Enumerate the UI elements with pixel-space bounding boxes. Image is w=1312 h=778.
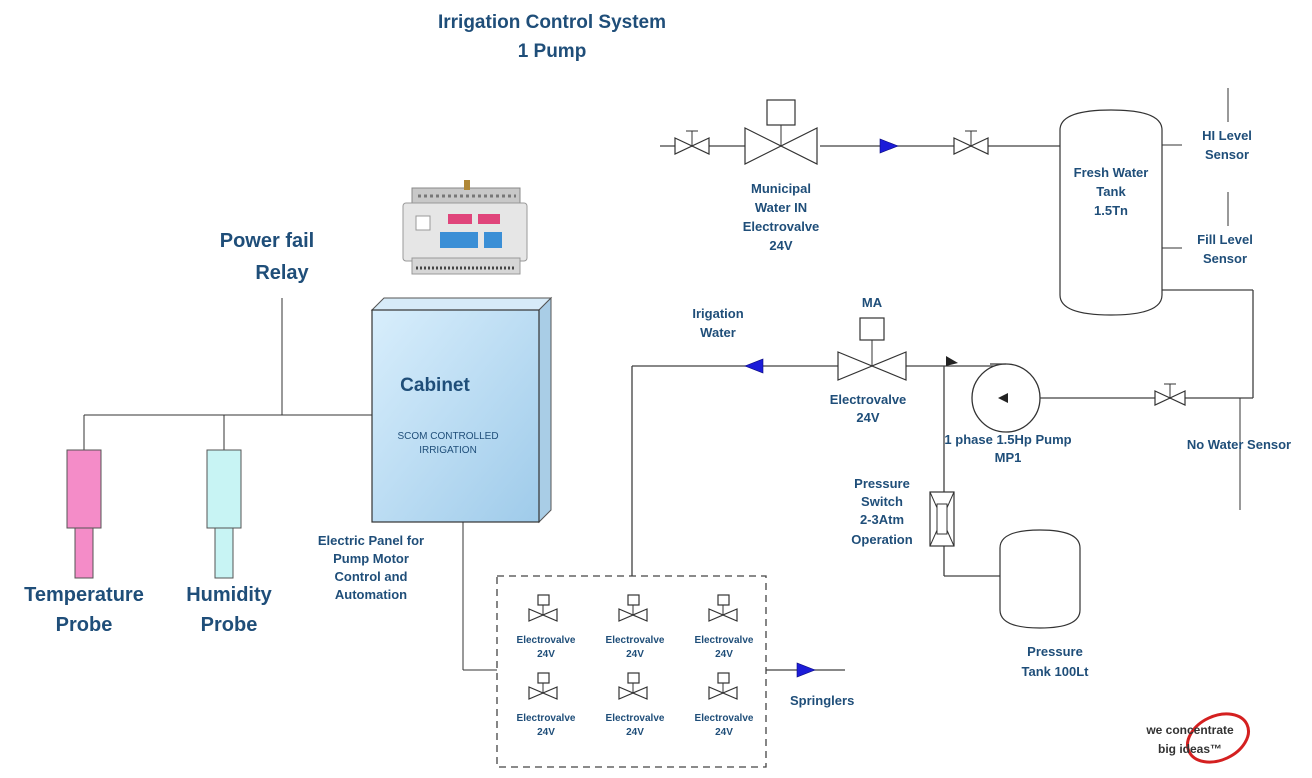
municipal-inlet-pipe bbox=[660, 138, 1060, 154]
svg-text:Electric Panel for: Electric Panel for bbox=[318, 533, 424, 548]
svg-text:Pump Motor: Pump Motor bbox=[333, 551, 409, 566]
pressure-switch-label: Pressure Switch 2-3Atm Operation bbox=[851, 476, 912, 547]
pump-label-2: MP1 bbox=[995, 450, 1022, 465]
irrigation-water-label-1: Irigation bbox=[692, 306, 743, 321]
main-electrovalve bbox=[837, 317, 907, 381]
company-logo: we concentrate big ideas™ bbox=[1145, 712, 1250, 764]
cabinet bbox=[370, 296, 553, 524]
pressure-tank-label-2: Tank 100Lt bbox=[1022, 664, 1090, 679]
pump-mp1 bbox=[971, 363, 1041, 433]
fresh-tank-label-3: 1.5Tn bbox=[1094, 203, 1128, 218]
fill-level-label-1: Fill Level bbox=[1197, 232, 1253, 247]
zone-valve-6-label-1: Electrovalve bbox=[695, 713, 754, 724]
zone-valve-1-label-2: 24V bbox=[537, 649, 555, 660]
svg-text:Operation: Operation bbox=[851, 532, 912, 547]
springlers-label: Springlers bbox=[790, 693, 854, 708]
svg-text:Pressure: Pressure bbox=[854, 476, 910, 491]
scom-label-2: IRRIGATION bbox=[419, 445, 477, 456]
zone-valve-3-label-2: 24V bbox=[715, 649, 733, 660]
fill-level-label-2: Sensor bbox=[1203, 251, 1247, 266]
pressure-tank bbox=[999, 529, 1081, 629]
fresh-tank-label-1: Fresh Water bbox=[1074, 165, 1149, 180]
irrigation-water-label-2: Water bbox=[700, 325, 736, 340]
hi-level-sensor bbox=[1162, 88, 1229, 146]
temperature-probe bbox=[66, 449, 102, 579]
zone-valve-2-label-1: Electrovalve bbox=[606, 635, 665, 646]
irrigation-flow-arrow bbox=[744, 358, 764, 374]
zone-valve-3 bbox=[708, 594, 738, 622]
title-line2: 1 Pump bbox=[518, 41, 587, 62]
municipal-valve-label: Municipal Water IN Electrovalve 24V bbox=[743, 181, 820, 253]
svg-text:24V: 24V bbox=[769, 238, 792, 253]
svg-text:Automation: Automation bbox=[335, 587, 407, 602]
zone-valve-1-label-1: Electrovalve bbox=[517, 635, 576, 646]
sensor-wiring bbox=[83, 298, 497, 671]
power-fail-label-1: Power fail bbox=[220, 230, 314, 252]
zone-valve-2 bbox=[618, 594, 648, 622]
main-irrigation-pipe bbox=[632, 356, 1000, 374]
fresh-tank-label-2: Tank bbox=[1096, 184, 1126, 199]
cabinet-label: Cabinet bbox=[400, 375, 470, 396]
inlet-flow-arrow bbox=[879, 138, 899, 154]
zone-valve-6-label-2: 24V bbox=[715, 727, 733, 738]
temperature-probe-label-2: Probe bbox=[56, 614, 113, 636]
fresh-water-tank bbox=[1059, 109, 1163, 316]
humidity-probe-label-2: Probe bbox=[201, 614, 258, 636]
main-valve-label-2: 24V bbox=[856, 410, 879, 425]
svg-text:Municipal: Municipal bbox=[751, 181, 811, 196]
svg-text:Water IN: Water IN bbox=[755, 200, 807, 215]
zone-valve-5-label-1: Electrovalve bbox=[606, 713, 665, 724]
pressure-tank-label-1: Pressure bbox=[1027, 644, 1083, 659]
svg-text:Control and: Control and bbox=[335, 569, 408, 584]
power-fail-label-2: Relay bbox=[255, 262, 309, 284]
diagram-title: Irrigation Control System 1 Pump bbox=[438, 12, 666, 62]
svg-text:2-3Atm: 2-3Atm bbox=[860, 512, 904, 527]
zone-valve-5-label-2: 24V bbox=[626, 727, 644, 738]
zone-valve-2-label-2: 24V bbox=[626, 649, 644, 660]
pressure-switch bbox=[929, 491, 955, 547]
humidity-probe-label-1: Humidity bbox=[186, 584, 272, 606]
main-valve-label-1: Electrovalve bbox=[830, 392, 907, 407]
ma-label: MA bbox=[862, 295, 883, 310]
temperature-probe-label-1: Temperature bbox=[24, 584, 144, 606]
suction-pipe bbox=[1040, 289, 1254, 399]
zone-valve-4 bbox=[528, 672, 558, 700]
municipal-electrovalve bbox=[744, 99, 818, 165]
zone-valve-3-label-1: Electrovalve bbox=[695, 635, 754, 646]
suction-hand-valve bbox=[1154, 383, 1186, 406]
springlers-flow-arrow bbox=[796, 662, 816, 678]
scom-label-1: SCOM CONTROLLED bbox=[397, 431, 498, 442]
no-water-sensor-label: No Water Sensor bbox=[1187, 437, 1291, 452]
zone-valve-6 bbox=[708, 672, 738, 700]
svg-text:Switch: Switch bbox=[861, 494, 903, 509]
hi-level-label-2: Sensor bbox=[1205, 147, 1249, 162]
hi-level-label-1: HI Level bbox=[1202, 128, 1252, 143]
electric-panel-label: Electric Panel for Pump Motor Control an… bbox=[318, 533, 424, 602]
title-line1: Irrigation Control System bbox=[438, 12, 666, 33]
pump-label-1: 1 phase 1.5Hp Pump bbox=[944, 432, 1071, 447]
inlet-hand-valve-1 bbox=[674, 130, 710, 155]
logo-line2: big ideas™ bbox=[1158, 742, 1222, 756]
logo-line1: we concentrate bbox=[1145, 723, 1234, 737]
fill-level-sensor bbox=[1162, 192, 1229, 249]
humidity-probe bbox=[206, 449, 242, 579]
zone-valve-4-label-2: 24V bbox=[537, 727, 555, 738]
zone-valve-4-label-1: Electrovalve bbox=[517, 713, 576, 724]
zone-valve-1 bbox=[528, 594, 558, 622]
zone-valve-5 bbox=[618, 672, 648, 700]
inlet-hand-valve-2 bbox=[953, 130, 989, 155]
controller-module bbox=[402, 180, 528, 275]
svg-text:Electrovalve: Electrovalve bbox=[743, 219, 820, 234]
